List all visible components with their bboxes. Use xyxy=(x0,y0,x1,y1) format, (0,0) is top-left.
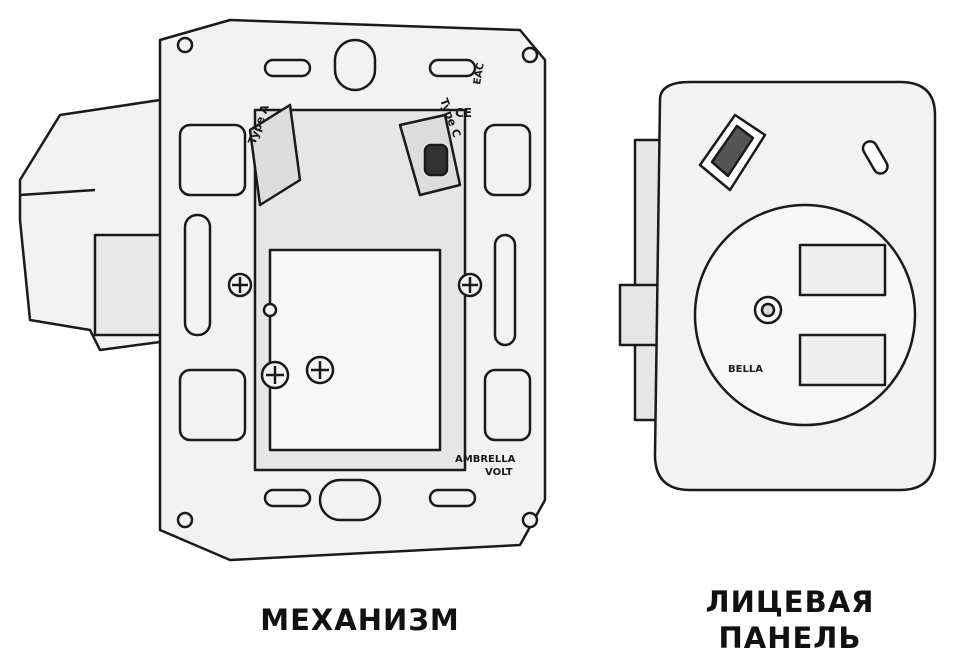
svg-text:EAC: EAC xyxy=(472,62,487,85)
panel-label-line2: ПАНЕЛЬ xyxy=(718,621,862,655)
svg-text:AMBRELLA: AMBRELLA xyxy=(455,454,516,465)
svg-text:BELLA: BELLA xyxy=(728,364,763,375)
mechanism-drawing: Type A Type C AMBRELLA VOLT EAC CE xyxy=(18,18,547,562)
panel-drawing: BELLA xyxy=(618,80,937,492)
svg-text:CE: CE xyxy=(455,106,472,120)
svg-text:VOLT: VOLT xyxy=(485,467,513,478)
panel-label: ЛИЦЕВАЯ ПАНЕЛЬ xyxy=(680,584,900,656)
panel-label-line1: ЛИЦЕВАЯ xyxy=(705,585,875,619)
mechanism-label: МЕХАНИЗМ xyxy=(260,603,460,637)
